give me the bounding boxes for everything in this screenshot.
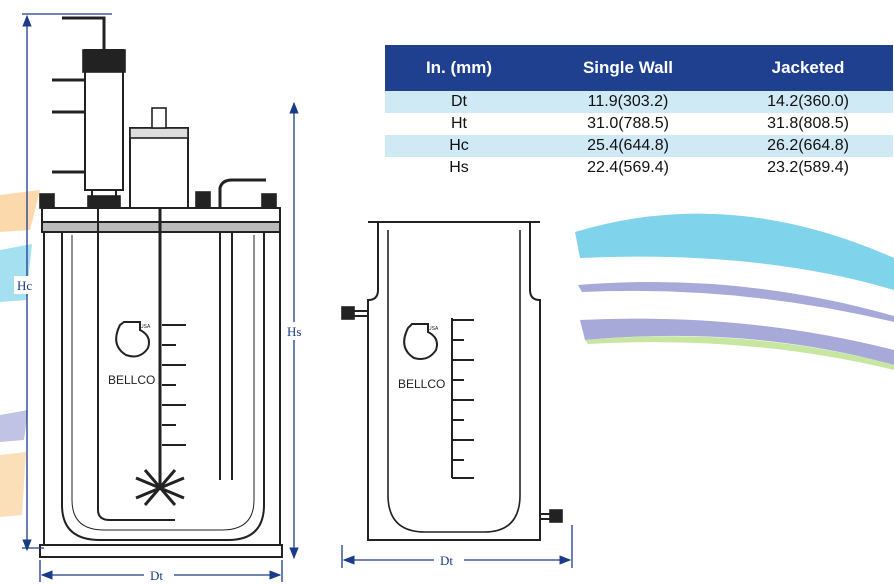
swoosh-orange-left-2 xyxy=(0,452,26,517)
row-label: Dt xyxy=(385,91,533,113)
vessel-base xyxy=(39,544,283,558)
single-wall-value: 11.9(303.2) xyxy=(533,91,723,113)
jacketed-value: 14.2(360.0) xyxy=(723,91,893,113)
swoosh-green-right xyxy=(585,336,894,370)
vessel-glass xyxy=(61,232,265,541)
single-wall-value: 25.4(644.8) xyxy=(533,135,723,157)
usa-mark-left: USA xyxy=(140,324,151,330)
row-label: Ht xyxy=(451,115,467,132)
table-row: Ht 31.0(788.5) 31.8(808.5) xyxy=(385,113,893,135)
background-swooshes xyxy=(0,190,894,517)
bellco-logo-left xyxy=(115,321,150,358)
header-units: In. (mm) xyxy=(385,45,533,91)
dt-label-left: Dt xyxy=(150,568,163,583)
table-row: Hs 22.4(569.4) 23.2(589.4) xyxy=(385,157,893,179)
single-wall-value: 31.0(788.5) xyxy=(587,115,669,132)
row-label: Hs xyxy=(449,159,469,176)
swoosh-purple-right-2 xyxy=(580,318,894,365)
hc-label: Hc xyxy=(17,278,32,293)
jacketed-value: 31.8(808.5) xyxy=(767,115,849,132)
table-row: Hc 25.4(644.8) 26.2(664.8) xyxy=(385,135,893,157)
row-label: Hc xyxy=(385,135,533,157)
dt-label-right: Dt xyxy=(440,553,453,568)
single-wall-value: 22.4(569.4) xyxy=(587,159,669,176)
hs-label: Hs xyxy=(287,324,301,339)
jacketed-vessel xyxy=(341,221,563,541)
jacketed-value: 26.2(664.8) xyxy=(723,135,893,157)
header-jacketed: Jacketed xyxy=(723,45,893,91)
jacketed-value: 23.2(589.4) xyxy=(767,159,849,176)
swoosh-cyan-right xyxy=(575,213,894,290)
header-single-wall: Single Wall xyxy=(533,45,723,91)
swoosh-orange-left xyxy=(0,190,40,232)
table-row: Dt 11.9(303.2) 14.2(360.0) xyxy=(385,91,893,113)
table-header-row: In. (mm) Single Wall Jacketed xyxy=(385,45,893,91)
brand-label-left: BELLCO xyxy=(108,373,155,387)
condenser-body xyxy=(84,49,124,191)
swoosh-purple-right-1 xyxy=(578,282,894,322)
motor-housing xyxy=(129,127,189,209)
dimensions-table: In. (mm) Single Wall Jacketed Dt 11.9(30… xyxy=(385,45,893,179)
single-wall-vessel xyxy=(39,16,283,558)
swoosh-purple-left xyxy=(0,410,28,442)
brand-label-right: BELLCO xyxy=(398,377,445,391)
usa-mark-right: USA xyxy=(428,326,439,332)
bellco-logo-right xyxy=(403,323,438,360)
